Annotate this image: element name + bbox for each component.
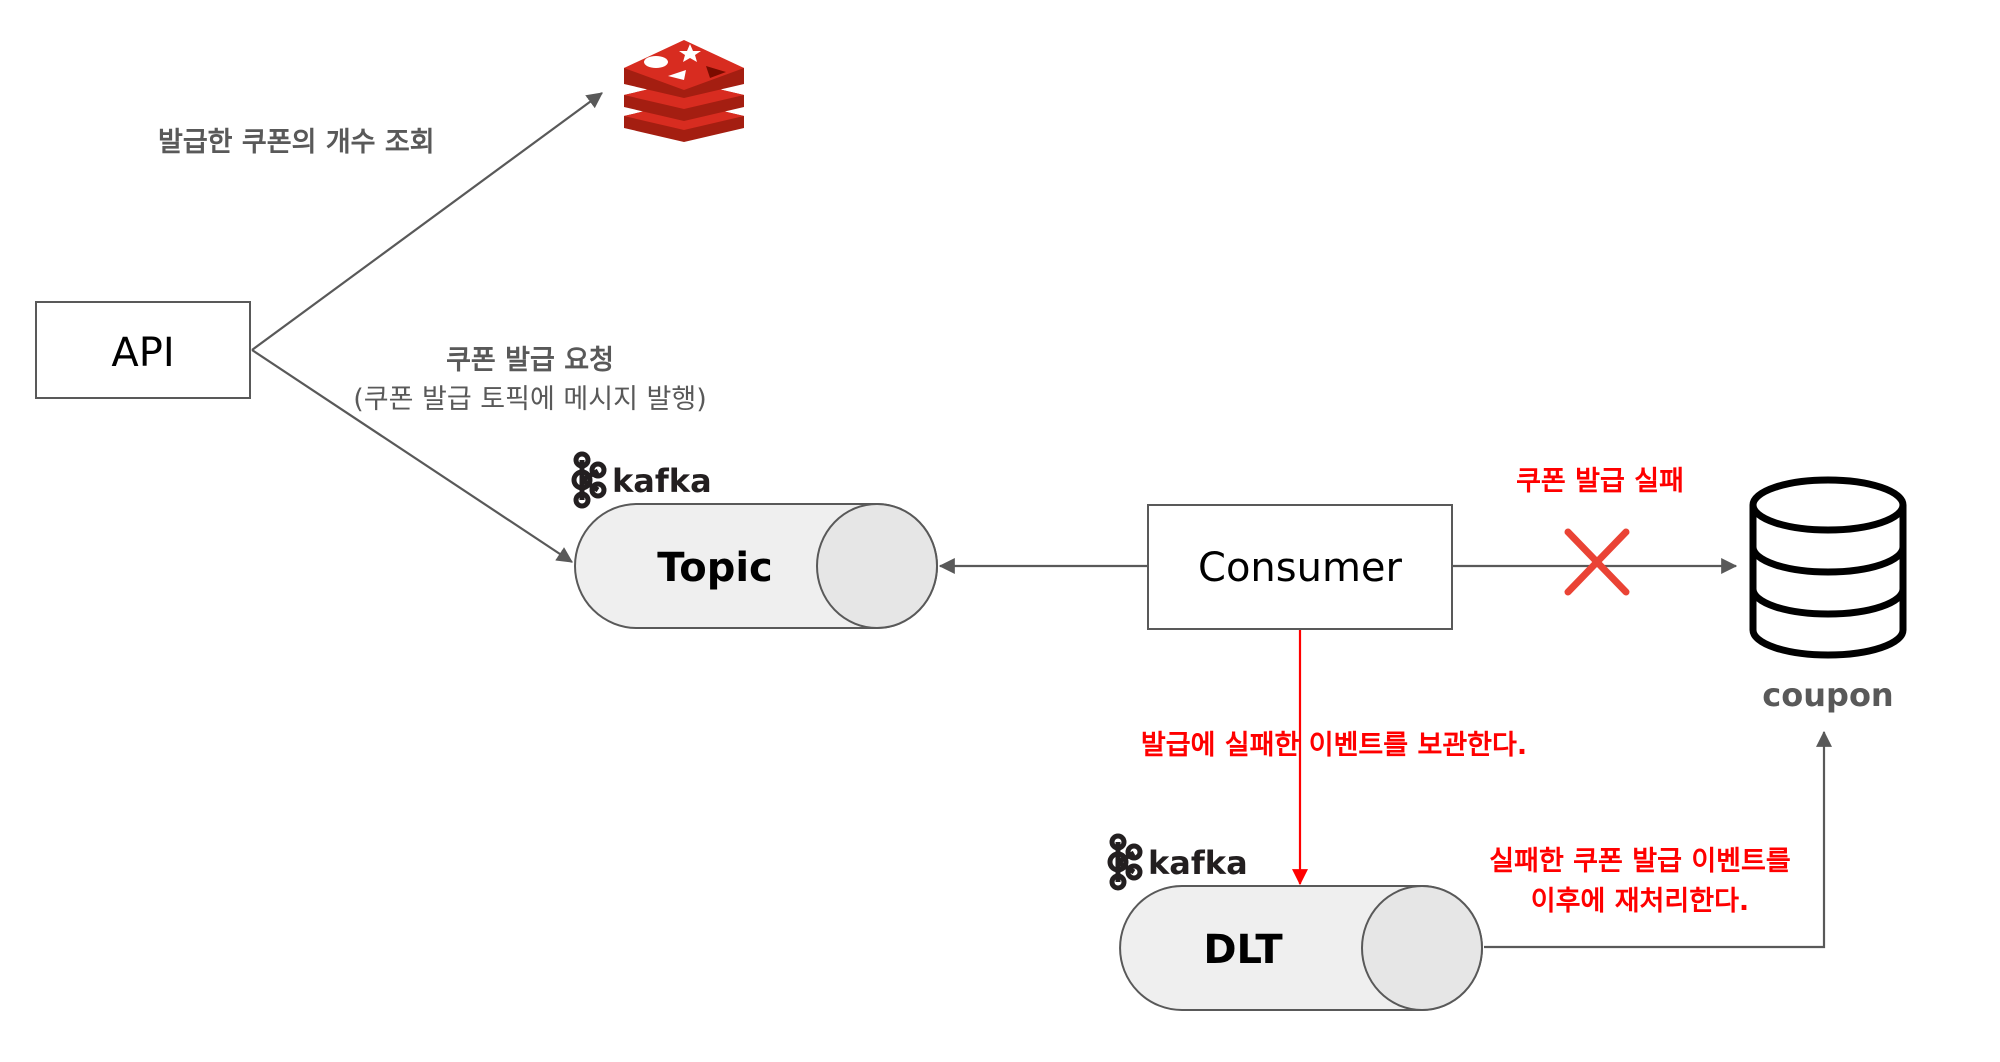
edge-label-dlt-coupon-line1: 실패한 쿠폰 발급 이벤트를 [1489,846,1790,877]
dlt-label: DLT [1203,927,1283,973]
kafka-logo: kafka [571,451,712,509]
edge-label-api-topic-detail: (쿠폰 발급 토픽에 메시지 발행) [353,384,706,415]
edge-label-dlt-coupon-line2: 이후에 재처리한다. [1531,886,1749,917]
redis-icon [624,40,744,142]
edge-label-api-redis: 발급한 쿠폰의 개수 조회 [158,127,435,158]
consumer-node: Consumer [1147,504,1453,630]
edge-api-to-redis [251,92,603,351]
x-mark-icon [1564,528,1630,596]
edge-label-consumer-coupon: 쿠폰 발급 실패 [1516,466,1684,497]
api-label: API [111,330,174,376]
kafka-wordmark: kafka [612,462,712,500]
consumer-label: Consumer [1198,545,1403,591]
topic-queue: Topic [574,503,938,629]
api-node: API [35,301,251,399]
kafka-icon [571,451,607,509]
dlt-queue: DLT [1119,885,1483,1011]
edge-dlt-to-coupon [1484,730,1832,949]
coupon-database: coupon [1749,476,1907,714]
database-icon [1749,476,1907,659]
kafka-icon [1107,833,1143,891]
coupon-label: coupon [1762,676,1893,714]
kafka-logo: kafka [1107,833,1248,891]
kafka-wordmark: kafka [1148,844,1248,882]
edge-label-api-topic-title: 쿠폰 발급 요청 [446,345,614,376]
edge-label-consumer-dlt: 발급에 실패한 이벤트를 보관한다. [1141,730,1527,761]
edge-api-to-topic [251,349,573,563]
topic-label: Topic [657,545,773,591]
